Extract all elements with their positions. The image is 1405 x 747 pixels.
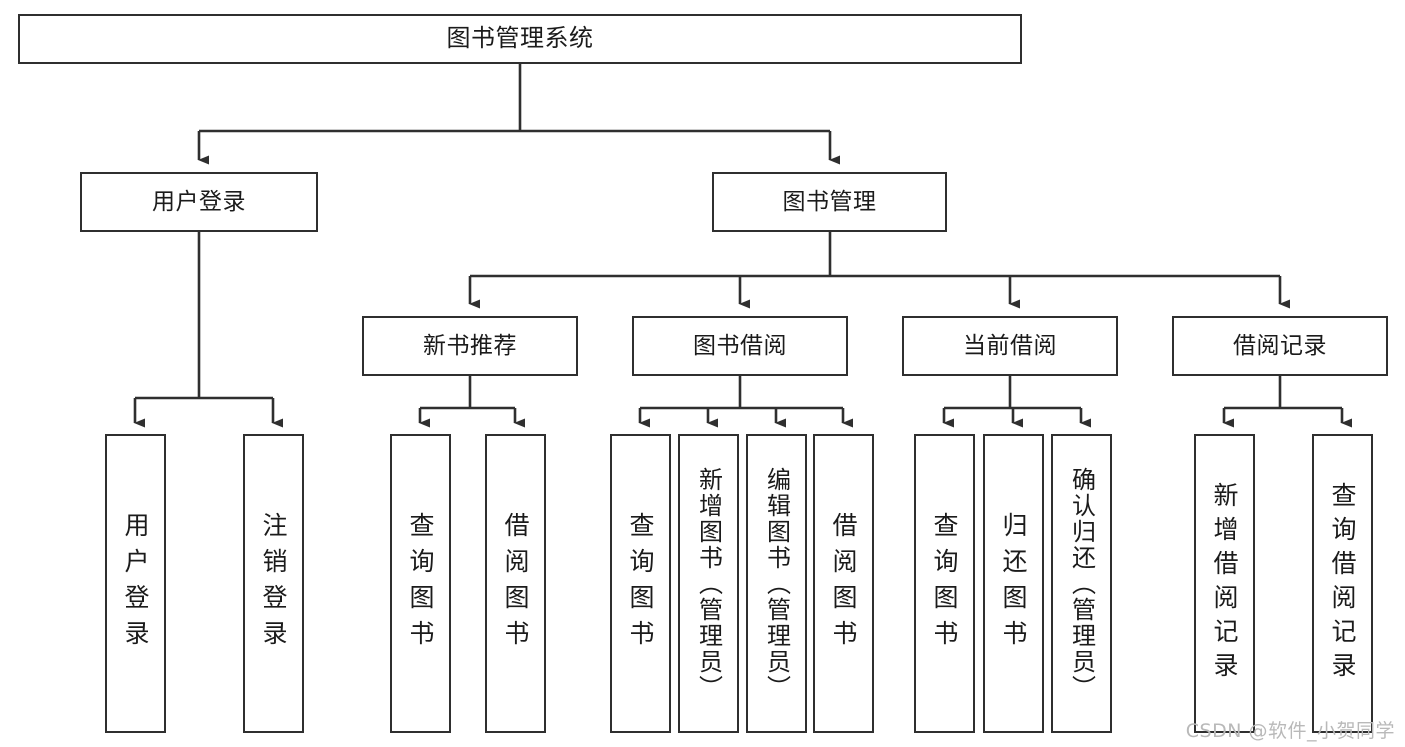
node-label: 借阅记录	[1233, 332, 1327, 359]
node-user-login[interactable]: 用户登录	[80, 172, 318, 232]
node-label: 查询图书	[626, 511, 655, 656]
leaf-book-borrow-add[interactable]: 新增图书（管理员）	[678, 434, 739, 733]
leaf-borrow-record-add[interactable]: 新增借阅记录	[1194, 434, 1255, 733]
node-label: 编辑图书（管理员）	[762, 466, 791, 701]
node-label: 图书管理系统	[446, 24, 594, 53]
node-label: 查询图书	[406, 511, 435, 656]
node-label: 新书推荐	[423, 332, 517, 359]
leaf-book-borrow-edit[interactable]: 编辑图书（管理员）	[746, 434, 807, 733]
leaf-current-borrow-return[interactable]: 归还图书	[983, 434, 1044, 733]
node-current-borrow[interactable]: 当前借阅	[902, 316, 1118, 376]
node-label: 借阅图书	[501, 511, 530, 656]
node-book-management[interactable]: 图书管理	[712, 172, 947, 232]
node-label: 当前借阅	[963, 332, 1057, 359]
node-root-book-management-system[interactable]: 图书管理系统	[18, 14, 1022, 64]
node-label: 确认归还（管理员）	[1067, 466, 1096, 701]
leaf-user-login-logout[interactable]: 注销登录	[243, 434, 304, 733]
node-label: 查询借阅记录	[1328, 481, 1357, 686]
leaf-book-borrow-borrow[interactable]: 借阅图书	[813, 434, 874, 733]
node-label: 新增图书（管理员）	[694, 466, 723, 701]
node-label: 图书管理	[782, 188, 877, 215]
leaf-borrow-record-query[interactable]: 查询借阅记录	[1312, 434, 1373, 733]
node-label: 归还图书	[999, 511, 1028, 656]
leaf-book-borrow-query[interactable]: 查询图书	[610, 434, 671, 733]
node-label: 注销登录	[259, 511, 288, 656]
leaf-new-book-borrow[interactable]: 借阅图书	[485, 434, 546, 733]
leaf-current-borrow-query[interactable]: 查询图书	[914, 434, 975, 733]
leaf-new-book-query[interactable]: 查询图书	[390, 434, 451, 733]
node-book-borrow[interactable]: 图书借阅	[632, 316, 848, 376]
node-label: 图书借阅	[693, 332, 787, 359]
leaf-user-login-login[interactable]: 用户登录	[105, 434, 166, 733]
watermark: CSDN @软件_小贺同学	[1185, 720, 1395, 742]
node-label: 借阅图书	[829, 511, 858, 656]
leaf-current-borrow-confirm-return[interactable]: 确认归还（管理员）	[1051, 434, 1112, 733]
node-label: 用户登录	[121, 511, 150, 656]
node-label: 新增借阅记录	[1210, 481, 1239, 686]
node-new-book-recommend[interactable]: 新书推荐	[362, 316, 578, 376]
node-borrow-record[interactable]: 借阅记录	[1172, 316, 1388, 376]
node-label: 查询图书	[930, 511, 959, 656]
node-label: 用户登录	[152, 188, 246, 215]
